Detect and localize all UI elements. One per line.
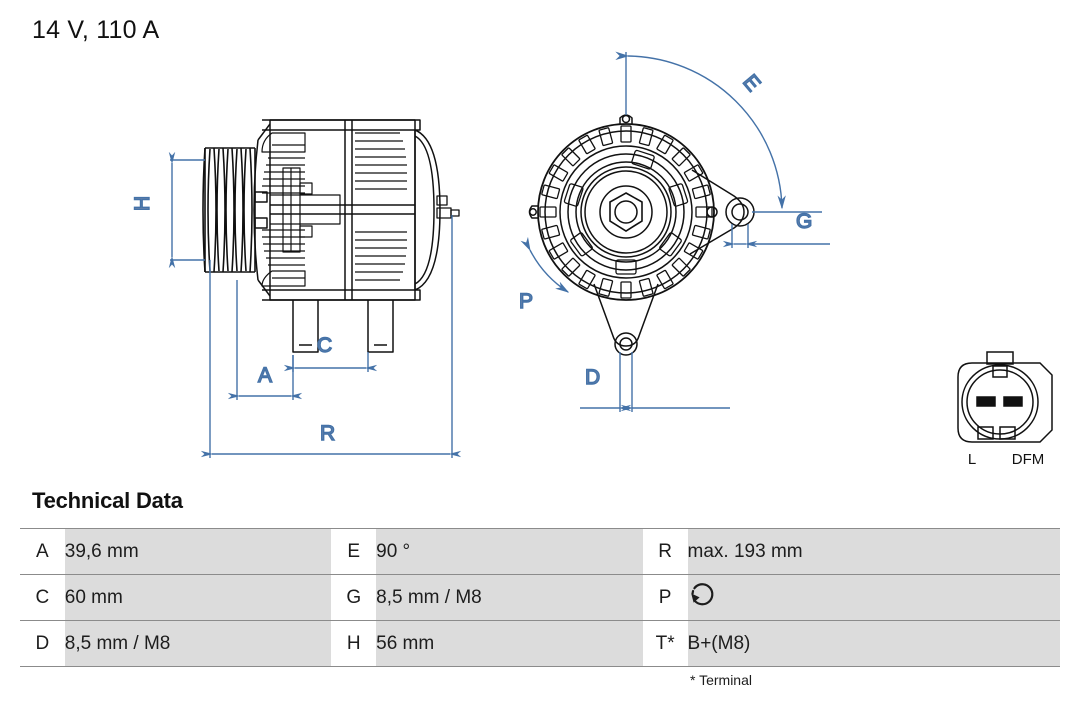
table-row: D 8,5 mm / M8 H 56 mm T* B+(M8) — [20, 620, 1060, 667]
technical-data-footnote: * Terminal — [690, 672, 752, 688]
fan-blade-slots — [563, 149, 689, 275]
shaft-bore — [614, 200, 638, 224]
pulley-disc-mid — [580, 166, 672, 258]
drawing-canvas: H A C R — [130, 51, 1053, 468]
pulley-disc-outer — [575, 161, 677, 263]
fan-ring-outer — [559, 145, 693, 279]
connector-outer-shell — [957, 362, 1053, 443]
table-row: C 60 mm G 8,5 mm / M8 P — [20, 574, 1060, 621]
alternator-front-view — [528, 114, 755, 356]
connector-pin-label-DFM: DFM — [1012, 451, 1045, 468]
dim-label-P: P — [519, 290, 533, 313]
spec-value-A: 39,6 mm — [64, 528, 332, 575]
rim-vent-slots — [539, 125, 713, 299]
spec-key-T: T* — [642, 620, 688, 667]
spec-key-H: H — [331, 620, 377, 667]
spec-key-E: E — [331, 528, 377, 575]
spec-value-H: 56 mm — [376, 620, 643, 667]
pulley-disc-inner — [584, 170, 668, 254]
dim-label-A: A — [258, 364, 272, 387]
table-row: A 39,6 mm E 90 ° R max. 193 mm — [20, 528, 1060, 575]
rear-cover — [414, 129, 441, 291]
spec-key-R: R — [642, 528, 688, 575]
housing-inner-rim — [544, 130, 708, 294]
spec-value-E: 90 ° — [376, 528, 643, 575]
cooling-fins-slipring-end — [355, 132, 407, 281]
connector-bottom-notch-left — [977, 426, 994, 440]
dim-P-arc — [520, 236, 570, 293]
connector-top-key — [986, 351, 1014, 365]
spec-value-G: 8,5 mm / M8 — [376, 574, 643, 621]
side-view-dimensions: H A C R — [130, 151, 462, 458]
mounting-arm-bottom — [593, 283, 659, 356]
front-view-dimensions: E G P D — [518, 51, 830, 412]
connector-pin-label-L: L — [968, 451, 976, 468]
alternator-connector-plug — [957, 351, 1053, 443]
spec-value-P — [687, 574, 1060, 621]
page-title: 14 V, 110 A — [32, 16, 160, 44]
dim-label-D: D — [585, 366, 600, 389]
technical-data-table: A 39,6 mm E 90 ° R max. 193 mm C 60 mm G… — [20, 528, 1060, 667]
spec-value-R: max. 193 mm — [687, 528, 1060, 575]
spec-key-P: P — [642, 574, 688, 621]
drive-shaft — [254, 191, 268, 229]
dim-label-R: R — [320, 422, 335, 445]
internal-detail — [270, 167, 341, 253]
spec-key-D: D — [20, 620, 65, 667]
connector-bottom-notch-right — [999, 426, 1016, 440]
technical-data-heading: Technical Data — [32, 488, 183, 513]
dim-label-G: G — [796, 210, 812, 233]
pulley-ribs — [202, 147, 256, 273]
spec-value-T: B+(M8) — [687, 620, 1060, 667]
housing-body — [253, 119, 421, 301]
technical-drawing: H A C R — [130, 51, 1053, 468]
rotation-direction-icon — [690, 582, 713, 605]
dim-label-E: E — [738, 70, 765, 96]
spec-value-D: 8,5 mm / M8 — [64, 620, 332, 667]
dim-E-arc — [615, 51, 786, 210]
connector-pin-L — [976, 396, 996, 407]
alternator-side-view — [202, 119, 460, 353]
connector-top-notch — [992, 365, 1008, 378]
spec-key-C: C — [20, 574, 65, 621]
mounting-feet — [292, 300, 394, 353]
bplus-terminal-stud — [436, 195, 460, 219]
dim-label-C: C — [317, 334, 332, 357]
top-lug — [619, 114, 633, 124]
connector-pin-DFM — [1003, 396, 1023, 407]
left-lug — [528, 205, 538, 219]
dim-label-H: H — [131, 196, 154, 211]
spec-value-C: 60 mm — [64, 574, 332, 621]
spec-key-A: A — [20, 528, 65, 575]
spec-key-G: G — [331, 574, 377, 621]
mounting-arm-right — [689, 169, 755, 255]
